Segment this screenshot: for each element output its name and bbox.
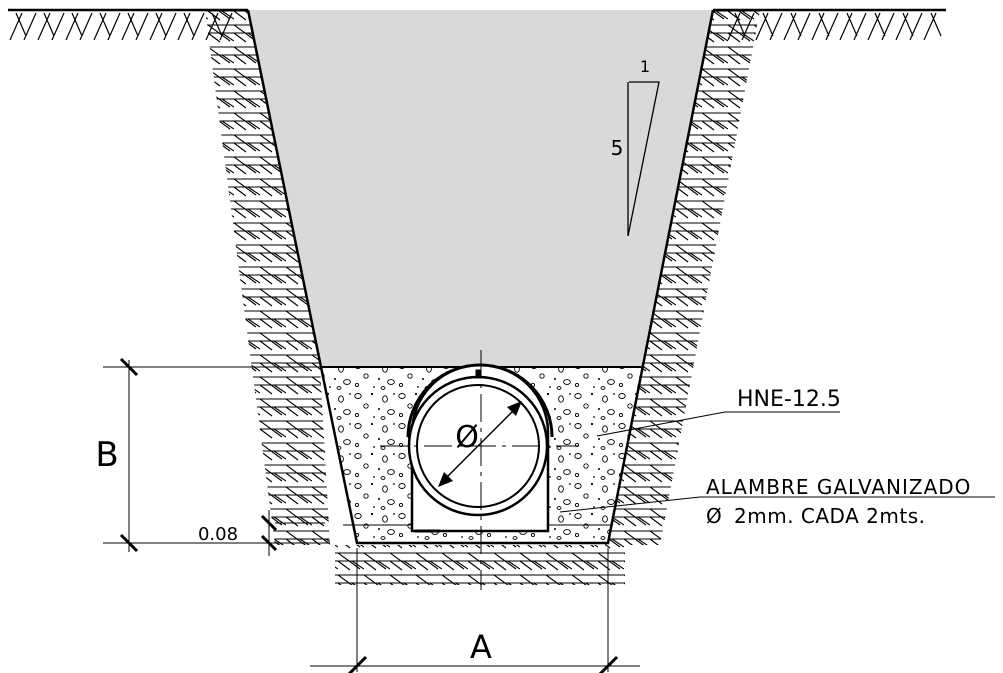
bedding-dimension: [185, 510, 325, 556]
galvanized-wire: [406, 363, 554, 438]
pipe-diameter-symbol: Ø: [455, 420, 479, 455]
wire-description-line2: 2mm. CADA 2mts.: [734, 504, 925, 528]
slope-rise-label: 5: [611, 136, 624, 160]
bedding-thickness-label: 0.08: [198, 524, 238, 545]
backfill-area: [248, 10, 713, 367]
wire-description-line1: ALAMBRE GALVANIZADO: [706, 475, 971, 499]
dimension-a-label: A: [470, 628, 492, 666]
pipe-spec-callout: HNE-12.5: [596, 387, 841, 437]
wire-diameter-symbol: Ø: [706, 504, 722, 528]
wire-callout: ALAMBRE GALVANIZADO Ø 2mm. CADA 2mts.: [559, 475, 995, 528]
dimension-b-label: B: [95, 435, 118, 475]
pipe-spec-label: HNE-12.5: [737, 387, 841, 412]
width-dimension: [310, 548, 640, 673]
trench-wall-soil: [205, 10, 760, 585]
diameter-dimension: Ø: [438, 401, 522, 487]
slope-indicator: 1 5: [611, 57, 660, 237]
slope-run-label: 1: [640, 57, 650, 76]
